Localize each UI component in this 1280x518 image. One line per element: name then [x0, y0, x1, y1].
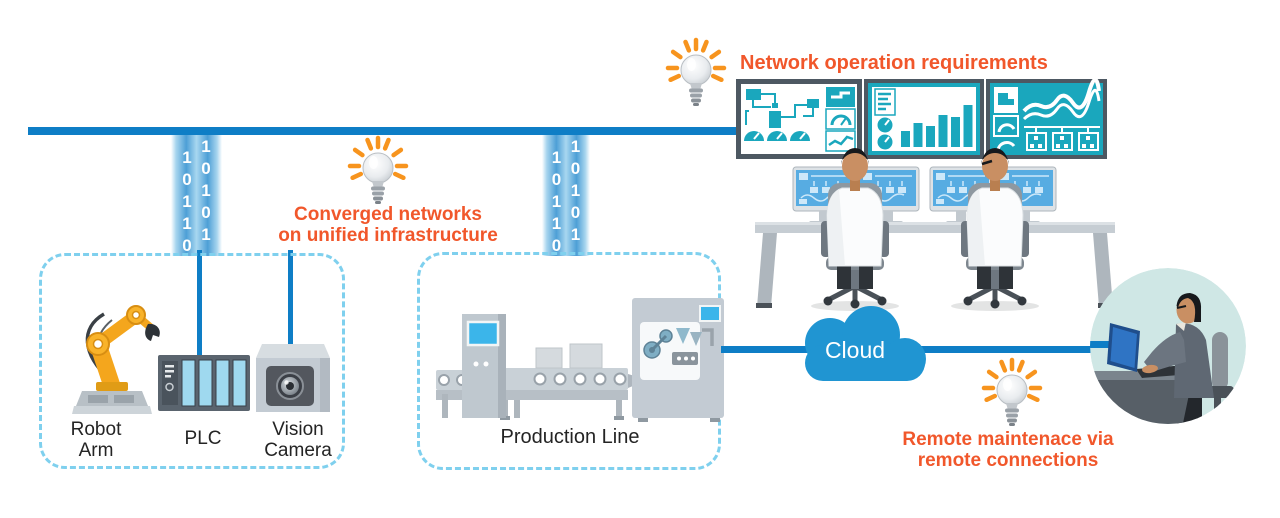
- camera-uplink-line: [288, 250, 293, 346]
- network-backbone-line: [28, 127, 738, 135]
- plc-uplink-line: [197, 250, 202, 358]
- cloud-icon: [805, 306, 926, 381]
- production-line-label: Production Line: [500, 426, 640, 448]
- wall-monitor-icon: [864, 79, 984, 159]
- label-line: Camera: [264, 440, 332, 461]
- remote-engineer-icon: [1090, 268, 1246, 424]
- lightbulb-icon: [980, 356, 1044, 432]
- control-room-illustration: [736, 77, 1115, 315]
- annotation-line: on unified infrastructure: [278, 225, 498, 246]
- annotation-network-operation: Network operation requirements: [740, 52, 1048, 74]
- label-line: Robot: [70, 419, 122, 440]
- lightbulb-icon: [664, 36, 728, 112]
- production-line-icon: [436, 298, 724, 422]
- label-line: Arm: [78, 440, 114, 461]
- plc-label: PLC: [184, 428, 222, 449]
- binary-column: 10101: [201, 137, 211, 244]
- vision-camera-icon: [256, 344, 330, 412]
- office-chair-icon: [1212, 332, 1228, 390]
- cloud-label: Cloud: [824, 337, 886, 363]
- annotation-line: Converged networks: [294, 204, 482, 225]
- annotation-line: Remote maintenace via: [902, 429, 1114, 450]
- operator-icon: [951, 148, 1039, 311]
- desk: [755, 222, 1115, 308]
- annotation-remote-maintenance: Remote maintenace via remote connections: [880, 429, 1136, 471]
- lightbulb-icon: [346, 134, 410, 210]
- binary-column: 10110: [551, 148, 562, 255]
- label-line: Vision: [272, 419, 324, 440]
- device-zone-box: [39, 253, 345, 469]
- binary-column: 10101: [570, 137, 581, 244]
- binary-stream-icon: 10110 10101: [542, 135, 590, 256]
- wall-monitor-icon: [986, 77, 1107, 159]
- glasses: [1176, 305, 1187, 309]
- annotation-converged-networks: Converged networks on unified infrastruc…: [276, 204, 500, 246]
- glasses: [981, 159, 993, 166]
- robot-arm-icon: [72, 305, 160, 414]
- binary-column: 10110: [182, 148, 192, 255]
- vision-camera-label: Vision Camera: [248, 419, 348, 461]
- robot-arm-label: Robot Arm: [46, 419, 146, 461]
- wall-monitor-icon: [736, 79, 862, 159]
- annotation-line: remote connections: [917, 450, 1099, 471]
- plc-icon: [158, 355, 250, 411]
- binary-stream-icon: 10110 10101: [171, 135, 222, 256]
